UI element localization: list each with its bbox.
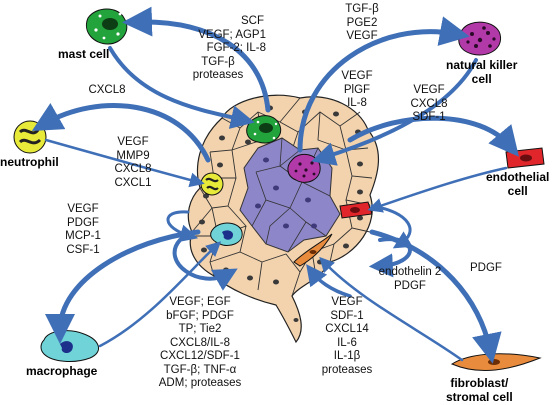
nk-cell-label: natural killer cell (446, 58, 517, 86)
nk-to-tumor-factors: VEGF PlGF IL-8 (332, 70, 382, 111)
nk-tumor-factor-3: IL-8 (347, 97, 367, 109)
fibroblast-factor-6: proteases (321, 363, 373, 376)
signal-arrows (31, 6, 519, 364)
macrophage-factor-1: VEGF; EGF (169, 296, 231, 308)
macrophage-recruit-factor-4: CSF-1 (66, 243, 100, 256)
fibroblast-factor-1: VEGF (331, 296, 363, 308)
fibroblast-label-line-2: stromal cell (446, 390, 513, 404)
neutrophil-factor-1: VEGF (117, 136, 149, 148)
embedded-fibroblast (293, 233, 333, 267)
embedded-endothelial-cell (339, 201, 373, 219)
neutrophil-factor-4: CXCL1 (114, 176, 152, 189)
mast-cell-label: mast cell (58, 47, 110, 61)
macrophage-label: macrophage (26, 364, 98, 378)
pdgf-factor-1: PDGF (470, 262, 502, 274)
endothelin-factor-2: PDGF (394, 279, 426, 292)
neutrophil-label: neutrophil (0, 155, 59, 169)
mast-factor-4: TGF-β (201, 55, 235, 68)
nk-factor-2: PGE2 (346, 16, 378, 29)
nk-cell-label-line-1: natural killer (446, 58, 518, 72)
embedded-mast-cell (246, 115, 282, 144)
macrophage-factor-5: CXCL12/SDF-1 (160, 350, 240, 362)
arrow-macrophage-to-tumor (98, 241, 222, 348)
arrow-endothelial-to-tumor (367, 166, 508, 213)
arrow-fibroblast-to-tumor (319, 256, 464, 362)
arrow-tumor-to-macrophage (45, 229, 201, 344)
fibroblast-factor-5: IL-1β (333, 350, 361, 362)
embedded-neutrophil (200, 172, 224, 196)
macrophage-factors: VEGF; EGF bFGF; PDGF TP; Tie2 CXCL8/IL-8… (152, 296, 248, 391)
endothelial-factor-1: VEGF (413, 84, 445, 96)
nk-tumor-factor-1: VEGF (341, 70, 373, 82)
nk-tumor-factor-2: PlGF (343, 83, 371, 96)
nk-cell-factors: TGF-β PGE2 VEGF (332, 3, 392, 44)
macrophage-recruit-factors: VEGF PDGF MCP-1 CSF-1 (58, 203, 108, 257)
endothelin-factor-1: endothelin 2 (378, 266, 442, 278)
arrow-neutrophil-to-tumor (44, 138, 205, 188)
arrow-pdgf-loop (370, 204, 413, 249)
endothelial-cell-label: endothelial cell (486, 170, 549, 198)
pdgf-factor: PDGF (466, 262, 506, 276)
endothelial-cell-outer (505, 147, 545, 169)
mast-cell-outer (86, 8, 128, 45)
neutrophil-factor-3: CXCL8 (114, 163, 152, 175)
macrophage-factor-6: TGF-β; TNF-α (163, 363, 237, 376)
mast-factor-1: SCF (241, 15, 264, 27)
arrow-mast-to-tumor (108, 46, 255, 129)
neutrophil-factors: VEGF MMP9 CXCL8 CXCL1 (108, 136, 158, 190)
mast-factor-2: VEGF; AGP1 (198, 28, 266, 41)
endothelial-label-line-1: endothelial (486, 170, 550, 184)
fibroblast-factors: VEGF SDF-1 CXCL14 IL-6 IL-1β proteases (316, 296, 378, 377)
arrow-macrophage-loop-2 (166, 210, 199, 243)
fibroblast-factor-2: SDF-1 (330, 309, 364, 322)
fibroblast-label-line-1: fibroblast/ (450, 376, 509, 390)
macrophage-factor-4: CXCL8/IL-8 (169, 336, 231, 349)
embedded-nk-cell (287, 153, 321, 183)
endothelial-factors: VEGF CXCL8 SDF-1 (402, 84, 456, 125)
endothelial-factor-3: SDF-1 (412, 111, 446, 123)
fibroblast-factor-4: IL-6 (337, 336, 357, 349)
macrophage-factor-2: bFGF; PDGF (166, 309, 234, 322)
arrow-tumor-to-nk (297, 16, 470, 153)
fibroblast-outer (450, 353, 542, 372)
macrophage-recruit-factor-1: VEGF (67, 203, 99, 215)
mast-cell-factors: SCF VEGF; AGP1 FGF-2; IL-8 TGF-β proteas… (170, 15, 266, 83)
neutrophil-factor-2: MMP9 (116, 149, 150, 162)
nk-cell-label-line-2: cell (471, 72, 492, 86)
arrow-fibroblast-factors (306, 264, 352, 298)
fibroblast-label: fibroblast/ stromal cell (446, 376, 513, 404)
macrophage-recruit-factor-2: PDGF (67, 216, 99, 229)
macrophage-factor-7: ADM; proteases (158, 377, 242, 389)
neutrophil-recruit-factor-1: CXCL8 (88, 84, 126, 96)
endothelial-label-line-2: cell (507, 184, 528, 198)
mast-factor-5: proteases (192, 69, 244, 81)
arrow-endothelin-loop (368, 237, 412, 278)
arrow-tumor-to-mast (122, 6, 271, 113)
nk-factor-1: TGF-β (345, 3, 379, 15)
arrow-tumor-to-neutrophil (31, 103, 211, 163)
endothelial-factor-2: CXCL8 (410, 97, 448, 110)
macrophage-outer (40, 330, 99, 362)
fibroblast-factor-3: CXCL14 (325, 323, 369, 335)
arrow-tumor-to-endothelial (347, 115, 519, 157)
mast-factor-3: FGF-2; IL-8 (206, 42, 266, 54)
macrophage-factor-3: TP; Tie2 (178, 323, 222, 335)
neutrophil-outer (13, 120, 47, 154)
embedded-macrophage (210, 222, 243, 246)
endothelin-factors: endothelin 2 PDGF (370, 266, 450, 293)
macrophage-recruit-factor-3: MCP-1 (65, 230, 101, 242)
arrow-macrophage-loop-1 (172, 238, 238, 291)
neutrophil-recruit-factors: CXCL8 (82, 84, 132, 98)
nk-factor-3: VEGF (346, 30, 378, 42)
nk-cell-outer (458, 21, 502, 56)
